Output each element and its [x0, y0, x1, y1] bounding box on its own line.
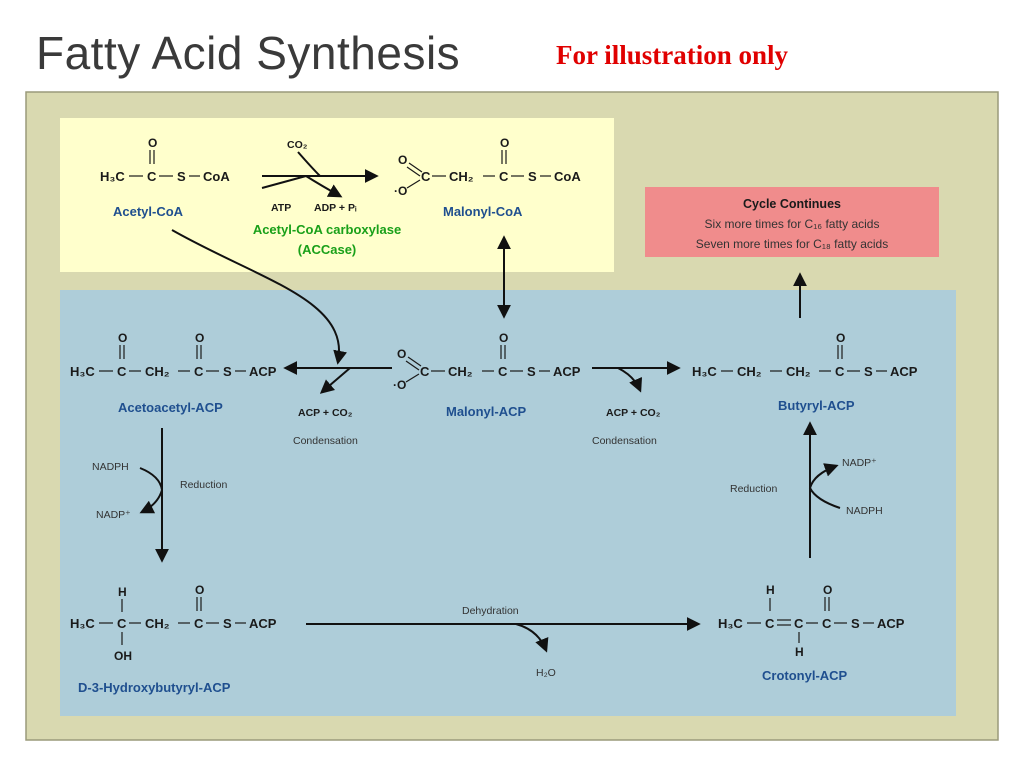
svg-text:S: S	[851, 616, 860, 631]
hydroxybutyryl-acp-label: D-3-Hydroxybutyryl-ACP	[78, 680, 231, 695]
nadp-left-label: NADP⁺	[96, 509, 131, 521]
svg-text:O: O	[398, 153, 407, 167]
svg-text:S: S	[527, 364, 536, 379]
svg-text:OH: OH	[114, 649, 132, 663]
svg-text:CH₂: CH₂	[737, 364, 762, 379]
svg-text:O: O	[500, 136, 509, 150]
svg-text:CH₂: CH₂	[145, 364, 170, 379]
malonyl-acp-structure: O ·O C CH₂ C O S ACP	[393, 331, 581, 392]
acetyl-coa-structure: H₃C C O S CoA	[100, 136, 230, 184]
acetoacetyl-acp-label: Acetoacetyl-ACP	[118, 400, 223, 415]
cycle-line-1: Six more times for C₁₆ fatty acids	[705, 217, 880, 231]
blue-panel	[60, 290, 956, 716]
svg-text:ACP: ACP	[877, 616, 905, 631]
butyryl-acp-label: Butyryl-ACP	[778, 398, 855, 413]
crotonyl-acp-structure: H₃C C H C H C O S ACP	[718, 583, 905, 659]
dehydration-label: Dehydration	[462, 605, 519, 617]
condensation-left-label: Condensation	[293, 435, 358, 447]
svg-text:CH₂: CH₂	[448, 364, 473, 379]
acetyl-to-condensation-arrow	[171, 229, 347, 365]
svg-text:O: O	[195, 583, 204, 597]
svg-text:H₃C: H₃C	[70, 364, 95, 379]
svg-text:H₃C: H₃C	[70, 616, 95, 631]
crotonyl-acp-label: Crotonyl-ACP	[762, 668, 848, 683]
nadph-right-label: NADPH	[846, 505, 883, 517]
svg-text:O: O	[397, 347, 406, 361]
svg-text:ACP: ACP	[249, 616, 277, 631]
reduction-right-label: Reduction	[730, 483, 777, 495]
svg-text:C: C	[835, 364, 845, 379]
accase-enzyme-label: Acetyl-CoA carboxylase	[253, 222, 401, 237]
svg-text:CH₂: CH₂	[145, 616, 170, 631]
acetyl-coa-label: Acetyl-CoA	[113, 204, 184, 219]
svg-text:C: C	[194, 616, 204, 631]
acetoacetyl-acp-structure: H₃C C O CH₂ C O S ACP	[70, 331, 277, 379]
svg-text:O: O	[148, 136, 157, 150]
cycle-title: Cycle Continues	[743, 197, 841, 211]
svg-text:O: O	[195, 331, 204, 345]
svg-text:S: S	[177, 169, 186, 184]
svg-text:S: S	[528, 169, 537, 184]
condensation-right-products: ACP + CO₂	[606, 407, 661, 419]
svg-text:C: C	[420, 364, 430, 379]
nadp-right-label: NADP⁺	[842, 457, 877, 469]
cycle-continues-box	[645, 187, 939, 257]
malonyl-coa-label: Malonyl-CoA	[443, 204, 523, 219]
svg-text:C: C	[421, 169, 431, 184]
svg-text:C: C	[194, 364, 204, 379]
svg-text:C: C	[499, 169, 509, 184]
co2-input-label: CO₂	[287, 139, 308, 151]
svg-text:H: H	[795, 645, 804, 659]
svg-text:C: C	[765, 616, 775, 631]
svg-text:·O: ·O	[394, 184, 407, 198]
svg-text:ACP: ACP	[553, 364, 581, 379]
carboxylation-arrow	[261, 151, 379, 198]
svg-text:O: O	[823, 583, 832, 597]
butyryl-acp-structure: H₃C CH₂ CH₂ C O S ACP	[692, 331, 918, 379]
svg-text:C: C	[822, 616, 832, 631]
hydroxybutyryl-acp-structure: H H₃C C OH CH₂ C O S ACP	[70, 583, 277, 663]
svg-text:C: C	[794, 616, 804, 631]
nadph-left-label: NADPH	[92, 461, 129, 473]
malonyl-acp-label: Malonyl-ACP	[446, 404, 527, 419]
svg-text:ACP: ACP	[890, 364, 918, 379]
svg-text:CH₂: CH₂	[449, 169, 474, 184]
svg-text:O: O	[499, 331, 508, 345]
svg-text:O: O	[118, 331, 127, 345]
cycle-line-2: Seven more times for C₁₈ fatty acids	[696, 237, 888, 251]
svg-text:S: S	[223, 616, 232, 631]
svg-text:·O: ·O	[393, 378, 406, 392]
svg-text:C: C	[498, 364, 508, 379]
adp-pi-label: ADP + Pᵢ	[314, 202, 357, 214]
svg-text:O: O	[836, 331, 845, 345]
slide-title: Fatty Acid Synthesis	[36, 27, 461, 79]
svg-text:H₃C: H₃C	[692, 364, 717, 379]
svg-text:H₃C: H₃C	[100, 169, 125, 184]
accase-abbrev-label: (ACCase)	[298, 242, 357, 257]
svg-text:ACP: ACP	[249, 364, 277, 379]
svg-text:H₃C: H₃C	[718, 616, 743, 631]
atp-label: ATP	[271, 202, 291, 214]
water-label: H₂O	[536, 667, 556, 679]
svg-text:C: C	[117, 616, 127, 631]
svg-text:C: C	[117, 364, 127, 379]
condensation-right-label: Condensation	[592, 435, 657, 447]
svg-text:CoA: CoA	[554, 169, 581, 184]
svg-text:CoA: CoA	[203, 169, 230, 184]
reduction-left-label: Reduction	[180, 479, 227, 491]
illustration-note: For illustration only	[556, 40, 789, 70]
svg-text:S: S	[864, 364, 873, 379]
svg-text:H: H	[766, 583, 775, 597]
malonyl-coa-structure: O ·O C CH₂ C O S CoA	[394, 136, 581, 198]
svg-text:H: H	[118, 585, 127, 599]
svg-text:CH₂: CH₂	[786, 364, 811, 379]
svg-text:C: C	[147, 169, 157, 184]
svg-text:S: S	[223, 364, 232, 379]
condensation-left-products: ACP + CO₂	[298, 407, 353, 419]
